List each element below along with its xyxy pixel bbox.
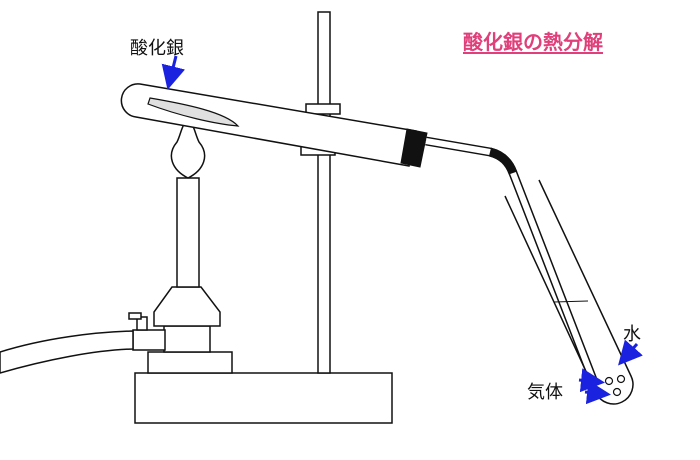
- burner-valve: [136, 316, 148, 331]
- burner-gas-inlet: [132, 329, 166, 351]
- rubber-stopper: [400, 128, 428, 168]
- gas-pointer-arrow: [584, 380, 611, 405]
- stand-base: [134, 372, 393, 424]
- test-tube: [120, 83, 417, 167]
- gas-label: 気体: [527, 382, 563, 403]
- burner-valve-knob: [128, 312, 142, 320]
- water-label: 水: [623, 324, 641, 345]
- tube-black-joint: [488, 147, 518, 175]
- gas-bubble: [612, 387, 622, 397]
- gas-bubble: [616, 374, 626, 384]
- silver-oxide-label: 酸化銀: [130, 38, 184, 59]
- burner-barrel: [176, 177, 200, 288]
- burner-body: [163, 325, 211, 353]
- water-surface: [553, 300, 589, 303]
- rubber-hose: [0, 330, 134, 374]
- stand-rod: [317, 11, 331, 374]
- silver-oxide-pointer-arrow: [161, 55, 186, 90]
- silver-oxide-sample: [147, 97, 240, 127]
- burner-air-collar: [153, 286, 221, 327]
- burner-foot: [147, 351, 233, 374]
- diagram-title: 酸化銀の熱分解: [463, 30, 603, 54]
- gas-pointer-arrow: [578, 368, 605, 393]
- clamp-upper-jaw: [305, 103, 341, 115]
- gas-burner: [128, 177, 233, 374]
- delivery-tube: [425, 136, 600, 387]
- gas-bubble: [604, 376, 614, 386]
- water-pointer-arrow: [618, 339, 643, 366]
